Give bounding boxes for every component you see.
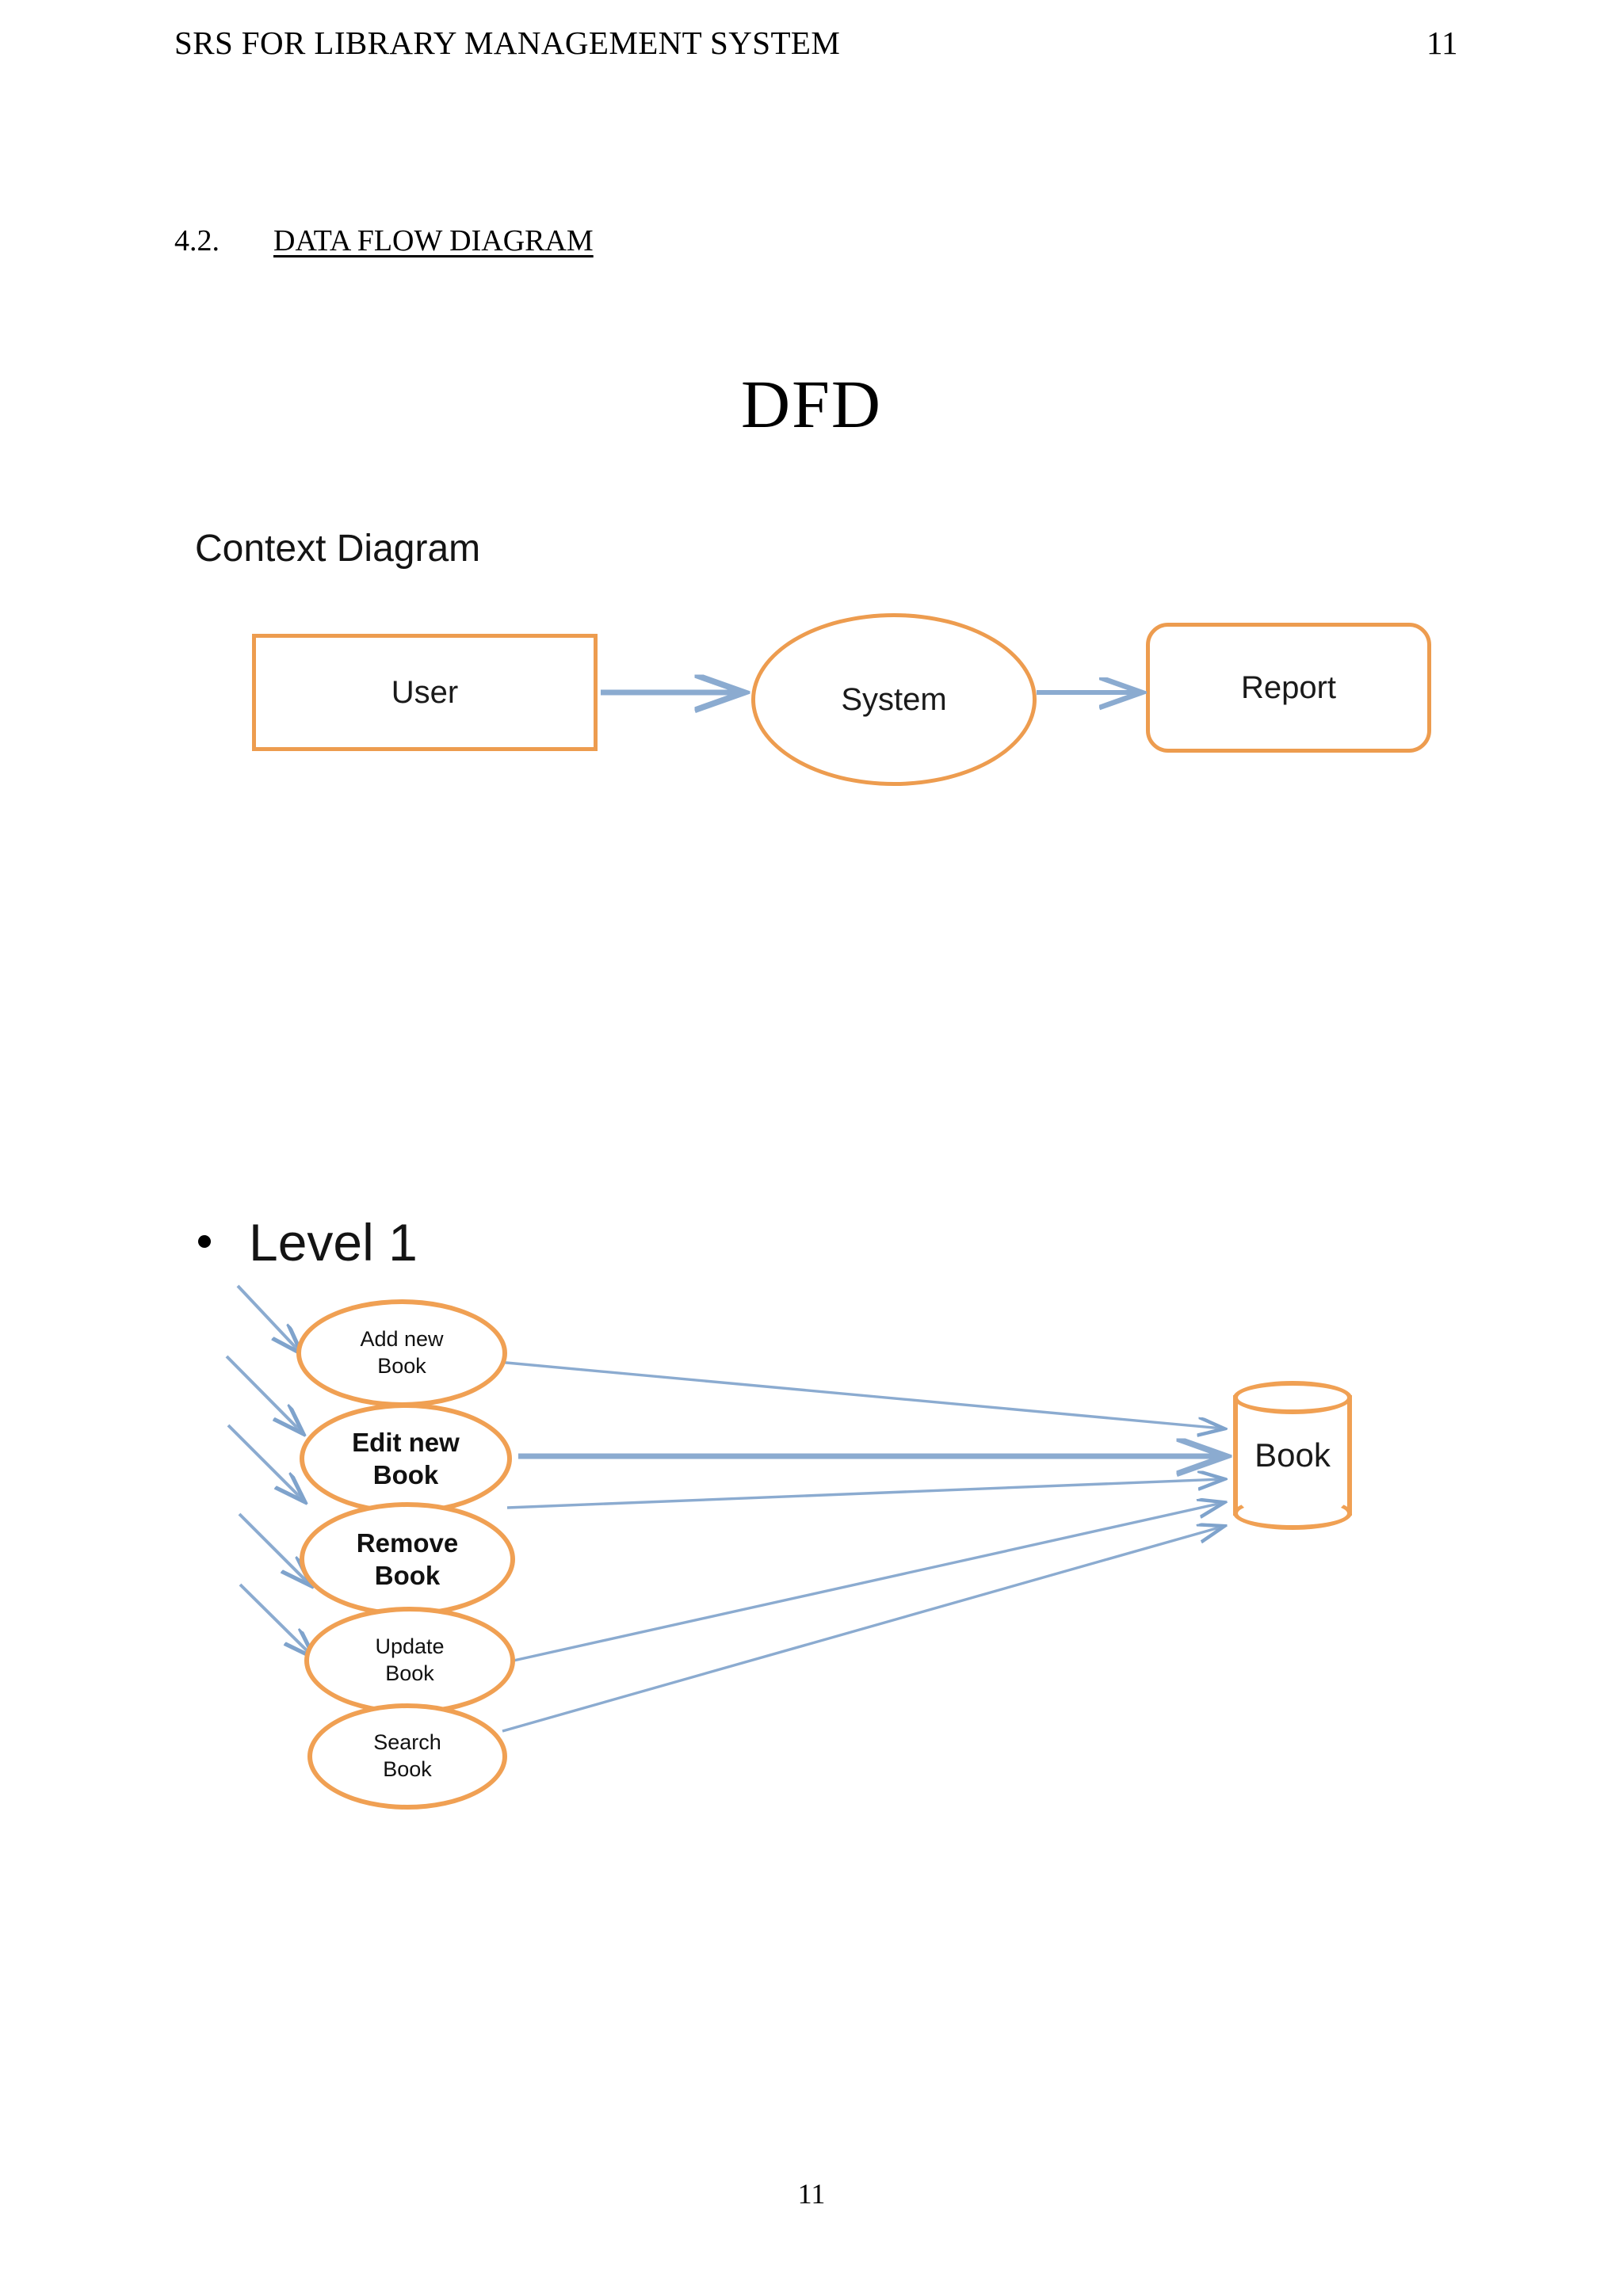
process-remove-book-label: Remove Book xyxy=(357,1527,458,1592)
process-edit-new-book: Edit new Book xyxy=(300,1403,512,1514)
outbound-flow-update-book-to-book xyxy=(513,1503,1222,1662)
context-diagram-label: Context Diagram xyxy=(195,528,481,570)
section-heading: 4.2. DATA FLOW DIAGRAM xyxy=(174,223,594,258)
label-line-1: Update xyxy=(375,1634,445,1659)
inbound-flow-remove-book xyxy=(227,1424,303,1500)
cylinder-top-ellipse xyxy=(1233,1381,1352,1414)
context-node-report-label: Report xyxy=(1240,670,1337,705)
inbound-flow-add-new-book xyxy=(236,1284,300,1352)
process-search-book-label: Search Book xyxy=(373,1730,441,1783)
label-line-1: Remove xyxy=(356,1527,459,1558)
label-line-1: Search xyxy=(373,1730,441,1755)
label-line-2: Book xyxy=(377,1354,426,1378)
outbound-flow-add-new-book-to-book xyxy=(497,1360,1222,1428)
label-line-2: Book xyxy=(374,1561,441,1590)
level1-label: Level 1 xyxy=(198,1212,418,1272)
context-node-system-label: System xyxy=(841,682,947,717)
inbound-flow-edit-new-book xyxy=(225,1355,301,1432)
process-remove-book: Remove Book xyxy=(300,1502,515,1616)
label-line-1: Edit new xyxy=(352,1427,460,1457)
process-add-new-book: Add new Book xyxy=(296,1299,507,1407)
outbound-flow-remove-book-to-book xyxy=(506,1479,1222,1509)
level1-label-text: Level 1 xyxy=(249,1213,418,1272)
process-edit-new-book-label: Edit new Book xyxy=(352,1426,460,1492)
inbound-flow-update-book xyxy=(238,1512,309,1584)
process-update-book-label: Update Book xyxy=(375,1634,444,1688)
context-node-user-label: User xyxy=(391,675,459,710)
diagram-title: DFD xyxy=(740,366,883,442)
header-page-number: 11 xyxy=(1426,25,1458,61)
process-update-book: Update Book xyxy=(304,1607,515,1714)
inbound-flow-search-book xyxy=(239,1583,312,1656)
header-title: SRS FOR LIBRARY MANAGEMENT SYSTEM xyxy=(174,25,841,61)
footer-page-number: 11 xyxy=(797,2178,826,2210)
data-store-book: Book xyxy=(1233,1381,1352,1530)
data-store-book-label: Book xyxy=(1254,1436,1331,1474)
bullet-icon xyxy=(198,1235,211,1248)
label-line-2: Book xyxy=(385,1661,434,1685)
label-line-1: Add new xyxy=(360,1327,444,1352)
section-title: DATA FLOW DIAGRAM xyxy=(273,224,594,257)
label-line-2: Book xyxy=(372,1460,439,1489)
document-header: SRS FOR LIBRARY MANAGEMENT SYSTEM 11 xyxy=(0,24,1623,71)
process-add-new-book-label: Add new Book xyxy=(360,1326,443,1380)
label-line-2: Book xyxy=(383,1757,432,1781)
outbound-flow-search-book-to-book xyxy=(502,1527,1222,1733)
cylinder-body xyxy=(1233,1395,1352,1516)
context-node-system: System xyxy=(751,613,1037,786)
cylinder-bottom-ellipse xyxy=(1233,1497,1352,1530)
context-node-user: User xyxy=(252,634,598,751)
process-search-book: Search Book xyxy=(307,1703,507,1810)
section-number: 4.2. xyxy=(174,224,220,257)
context-node-report: Report xyxy=(1146,623,1431,753)
